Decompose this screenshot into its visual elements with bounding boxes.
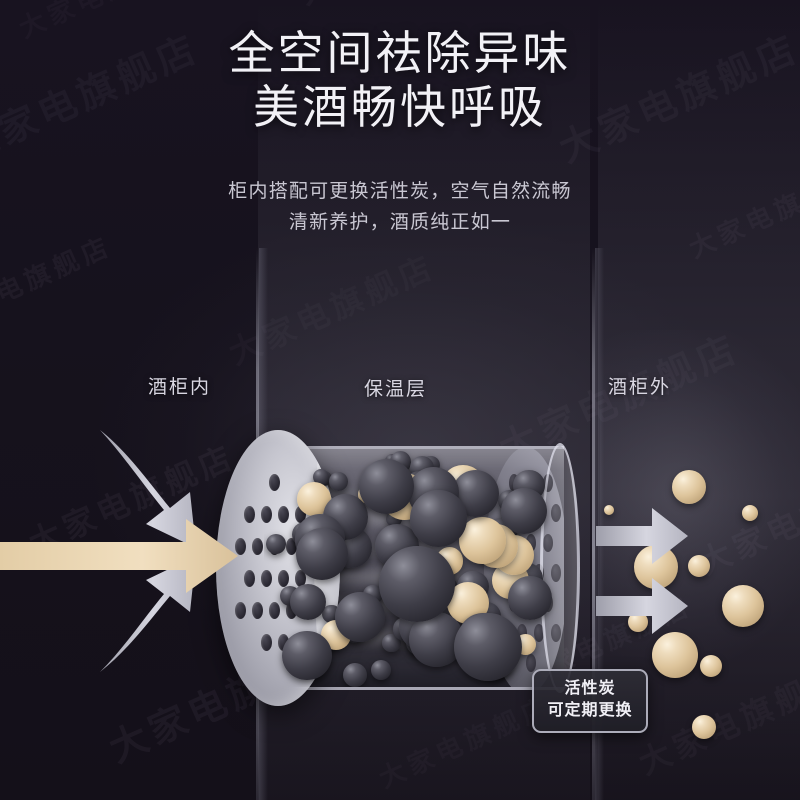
cap-perforation <box>285 537 297 555</box>
escaping-odor-sphere <box>688 555 710 577</box>
headline: 全空间祛除异味 美酒畅快呼吸 <box>0 26 800 134</box>
carbon-sphere <box>266 534 286 554</box>
cap-perforation <box>260 569 272 587</box>
carbon-sphere <box>296 528 349 581</box>
carbon-sphere <box>410 490 467 547</box>
escaping-odor-sphere <box>700 655 722 677</box>
panel-divider-right <box>592 248 595 800</box>
cap-perforation <box>277 569 289 587</box>
cap-perforation <box>268 473 280 491</box>
escaping-odor-sphere <box>692 715 716 739</box>
carbon-sphere <box>382 634 401 653</box>
cap-perforation <box>277 505 289 523</box>
escaping-odor-sphere <box>604 505 614 515</box>
carbon-sphere <box>290 584 326 621</box>
carbon-sphere <box>334 591 385 643</box>
escaping-odor-sphere <box>672 470 706 504</box>
headline-line-2: 美酒畅快呼吸 <box>253 81 547 133</box>
cap-perforation <box>234 601 246 619</box>
carbon-sphere <box>500 488 548 535</box>
exterior-panel <box>598 0 800 800</box>
cap-perforation <box>260 633 272 651</box>
escaping-odor-sphere <box>742 505 758 521</box>
carbon-sphere <box>508 576 552 620</box>
carbon-sphere <box>379 545 456 622</box>
escaping-odor-sphere <box>634 545 678 589</box>
odor-sphere <box>459 517 506 564</box>
cylinder-body <box>264 446 564 690</box>
cap-perforation <box>251 601 263 619</box>
cap-perforation <box>294 569 306 587</box>
cap-perforation <box>517 624 527 642</box>
carbon-sphere <box>312 468 329 485</box>
activated-carbon-callout: 活性炭 可定期更换 <box>532 669 648 733</box>
headline-line-1: 全空间祛除异味 <box>228 27 572 79</box>
carbon-sphere <box>342 662 368 687</box>
zone-label-inside: 酒柜内 <box>148 377 212 398</box>
cap-perforation <box>268 601 280 619</box>
zone-label-outside: 酒柜外 <box>608 377 672 398</box>
carbon-sphere <box>329 471 348 491</box>
cap-perforation <box>243 569 255 587</box>
cap-perforation <box>251 537 263 555</box>
cap-perforation <box>526 534 536 552</box>
subheadline-line-1: 柜内搭配可更换活性炭，空气自然流畅 <box>228 181 572 202</box>
cap-perforation <box>534 624 544 642</box>
carbon-filter-cylinder <box>216 430 588 706</box>
cylinder-rim-right <box>540 443 580 693</box>
carbon-sphere <box>370 660 392 681</box>
subheadline-line-2: 清新养护，酒质纯正如一 <box>288 212 512 233</box>
cap-perforation <box>260 505 272 523</box>
cap-perforation <box>234 537 246 555</box>
subheadline: 柜内搭配可更换活性炭，空气自然流畅 清新养护，酒质纯正如一 <box>0 176 800 238</box>
cap-perforation <box>526 654 536 672</box>
callout-line-2: 可定期更换 <box>547 702 633 719</box>
watermark-text: 大家电旗舰店 <box>0 230 117 334</box>
zone-label-layer: 保温层 <box>364 379 428 400</box>
cap-perforation <box>294 505 306 523</box>
carbon-sphere <box>454 613 523 682</box>
cap-perforation <box>243 505 255 523</box>
escaping-odor-sphere <box>722 585 764 627</box>
escaping-odor-sphere <box>652 632 698 678</box>
callout-line-1: 活性炭 <box>564 680 616 697</box>
carbon-sphere <box>358 458 415 515</box>
inflow-arrow-curved-bottom <box>100 556 196 672</box>
carbon-sphere <box>281 630 332 681</box>
cap-perforation <box>277 633 289 651</box>
watermark-text: 大家电旗舰店 <box>23 438 241 562</box>
escaping-odor-sphere <box>628 612 648 632</box>
